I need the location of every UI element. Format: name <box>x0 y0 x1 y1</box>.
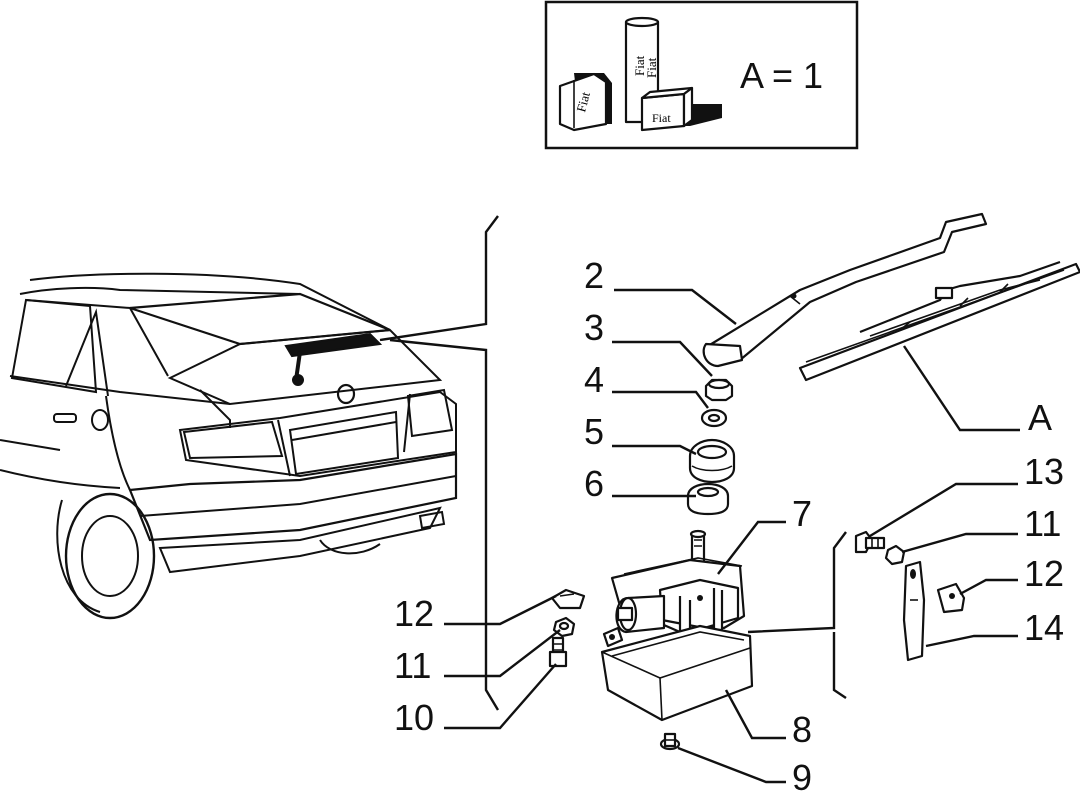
callout-7: 7 <box>792 493 812 534</box>
assembly-bracket <box>379 215 847 711</box>
motor-cover <box>600 624 754 722</box>
callout-9: 9 <box>792 757 812 792</box>
screw <box>659 732 681 751</box>
clip-right <box>936 582 966 614</box>
wiper-motor <box>602 529 746 648</box>
callout-10: 10 <box>394 697 434 738</box>
bolt-right <box>854 530 886 554</box>
callout-5: 5 <box>584 411 604 452</box>
washer <box>700 408 728 428</box>
callout-2: 2 <box>584 255 604 296</box>
brand-label-1: Fiat <box>573 90 593 114</box>
callout-8: 8 <box>792 709 812 750</box>
brand-label-2: Fiat <box>632 55 647 76</box>
leader-lines <box>444 288 1020 784</box>
car-rear-view <box>0 272 458 620</box>
bushing <box>686 482 730 516</box>
mounting-strap <box>902 560 926 662</box>
callout-3: 3 <box>584 307 604 348</box>
callout-11-right: 11 <box>1024 503 1061 544</box>
wiper-arm <box>702 212 988 368</box>
grease-box-icon: Fiat <box>640 86 694 132</box>
small-can-icon: Fiat <box>558 72 608 132</box>
callout-labels: 2 3 4 5 6 7 8 9 10 11 12 13 11 12 14 A <box>394 255 1064 792</box>
callout-12-left: 12 <box>394 593 434 634</box>
wiper-blade <box>798 260 1080 382</box>
callout-14: 14 <box>1024 607 1064 648</box>
grommet <box>688 438 736 484</box>
callout-11-left: 11 <box>394 645 431 686</box>
callout-6: 6 <box>584 463 604 504</box>
clip-left <box>550 588 586 610</box>
grease-tube-icon: Fiat Fiat <box>624 16 660 124</box>
callout-13: 13 <box>1024 451 1064 492</box>
bolt-left <box>548 636 568 668</box>
brand-label-4: Fiat <box>652 111 671 125</box>
brand-label-3: Fiat <box>644 57 659 78</box>
legend-equation: A = 1 <box>740 55 823 96</box>
nut-right <box>884 544 906 566</box>
cap-nut <box>704 378 734 402</box>
callout-4: 4 <box>584 359 604 400</box>
callout-12-right: 12 <box>1024 553 1064 594</box>
lubricant-legend: Fiat Fiat Fiat Fiat A = 1 <box>544 0 859 150</box>
callout-A: A <box>1028 397 1052 438</box>
